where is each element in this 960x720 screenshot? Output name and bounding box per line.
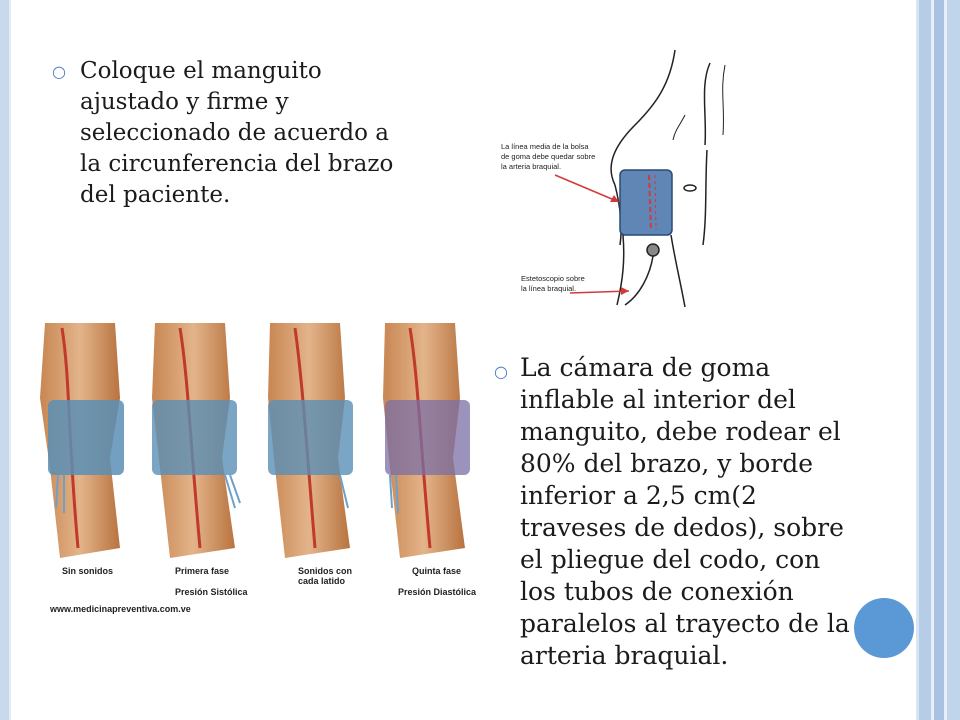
phase-1-label: Sin sonidos [62,566,113,576]
phase-2-sublabel: Presión Sistólica [175,587,249,597]
left-border-stripe-inner [9,0,11,720]
decorative-circle [854,598,914,658]
arm-label-top-line3: la arteria braquial. [501,162,561,171]
arm-phase-3 [268,323,353,558]
arm-label-bottom-line1: Estetoscopio sobre [521,274,585,283]
arm-label-bottom-line2: la línea braquial. [521,284,576,293]
arm-phase-1 [40,323,124,558]
phase-3-label: Sonidos con [298,566,352,576]
phases-svg: Sin sonidos Primera fase Presión Sistóli… [40,323,477,614]
arm-cuff-svg: La línea media de la bolsa de goma debe … [501,49,726,308]
bullet-marker-2: ○ [494,362,508,381]
arm-phase-4 [383,323,470,558]
bullet-text-2: La cámara de goma inflable al interior d… [520,353,850,670]
phase-2-label: Primera fase [175,566,229,576]
arm-cuff-diagram: La línea media de la bolsa de goma debe … [495,45,750,320]
arm-label-top-line2: de goma debe quedar sobre [501,152,595,161]
arm-label-top-line1: La línea media de la bolsa [501,142,589,151]
website-credit: www.medicinapreventiva.com.ve [49,604,191,614]
blood-pressure-phases-figure: Sin sonidos Primera fase Presión Sistóli… [40,318,480,621]
phase-3-label-line2: cada latido [298,576,346,586]
phase-4-label: Quinta fase [412,566,461,576]
bullet-marker-1: ○ [52,62,66,81]
phase-4-sublabel: Presión Diastólica [398,587,477,597]
right-border-stripes [916,0,960,720]
arm-phase-2 [152,323,241,558]
left-border-stripe [0,0,9,720]
bullet-text-1: Coloque el manguito ajustado y firme y s… [80,58,394,208]
